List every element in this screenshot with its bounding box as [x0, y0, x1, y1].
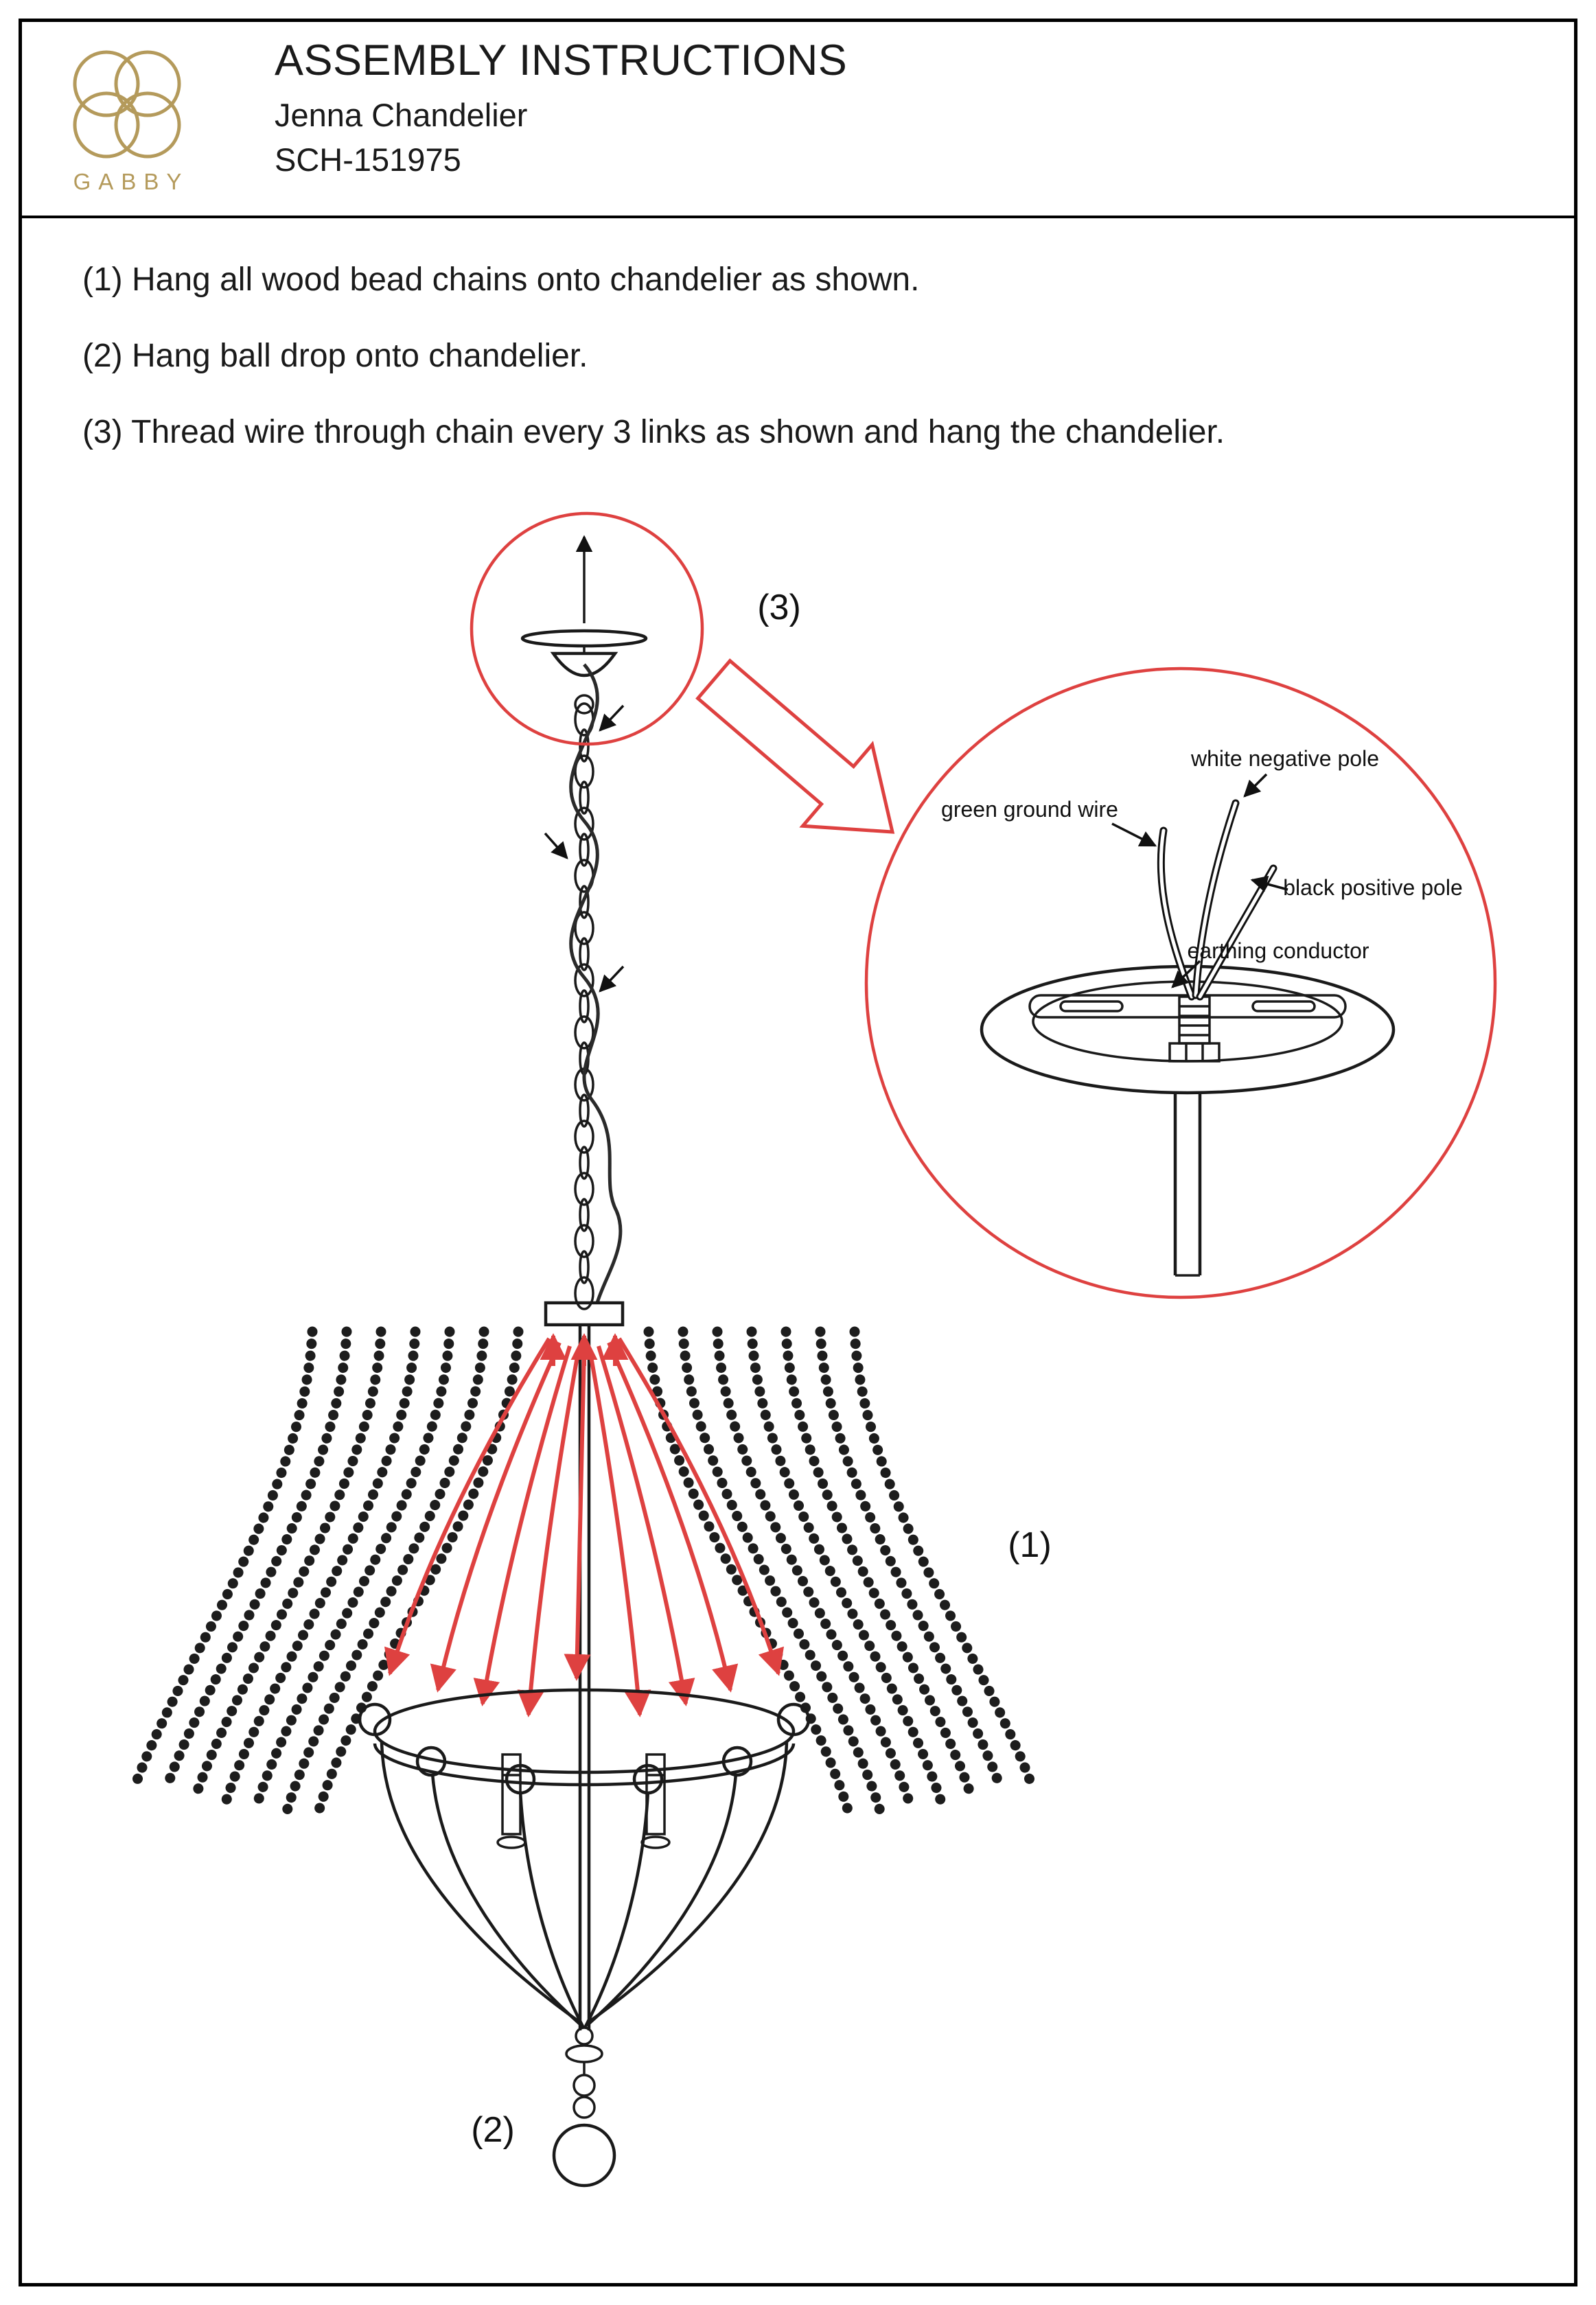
threaded-nipple [1168, 995, 1221, 1063]
wiring-label-earthing: earthing conductor [1187, 938, 1369, 963]
brand-logo: GABBY [73, 50, 189, 194]
wiring-labels: white negative pole green ground wire bl… [941, 746, 1463, 988]
bottom-ring [358, 1688, 811, 1795]
page-border [19, 19, 1577, 2286]
detail-pointer-arrow [695, 658, 895, 834]
down-pipe [1173, 1091, 1202, 1277]
wood-bead-chains [130, 1326, 1037, 1822]
mounting-plate [544, 1301, 625, 1327]
canopy-bowl [980, 964, 1396, 1095]
step2-label: (2) [471, 2110, 515, 2150]
brand-flower-icon [73, 50, 181, 159]
instruction-step-3: (3) Thread wire through chain every 3 li… [82, 414, 1225, 450]
instruction-list: (1) Hang all wood bead chains onto chand… [82, 261, 1517, 489]
brand-name: GABBY [73, 169, 189, 194]
step1-label: (1) [1008, 1525, 1052, 1565]
ball-drop [552, 2026, 616, 2188]
page-title: ASSEMBLY INSTRUCTIONS [275, 36, 848, 84]
step3-label: (3) [757, 588, 801, 627]
wire-thread-arrows [544, 704, 625, 993]
ceiling-mount [520, 535, 648, 715]
basket-arms [380, 1741, 789, 2029]
wiring-label-green: green ground wire [941, 797, 1118, 822]
attachment-arrows [384, 1333, 785, 1717]
hanging-chain [574, 702, 594, 1310]
chandelier: (1) (2) [130, 1301, 1052, 2188]
product-sku: SCH-151975 [275, 141, 461, 178]
wiring-detail: white negative pole green ground wire bl… [864, 667, 1497, 1299]
supply-wires [1157, 799, 1277, 1001]
candle [496, 1753, 527, 1849]
instruction-step-2: (2) Hang ball drop onto chandelier. [82, 338, 588, 374]
step3-callout: (3) [470, 511, 895, 834]
wiring-label-black: black positive pole [1283, 875, 1462, 900]
wiring-label-white: white negative pole [1190, 746, 1379, 771]
candle [640, 1753, 671, 1849]
product-name: Jenna Chandelier [275, 97, 528, 133]
instruction-step-1: (1) Hang all wood bead chains onto chand… [82, 262, 920, 298]
document-header: GABBY ASSEMBLY INSTRUCTIONS Jenna Chande… [22, 22, 1574, 218]
power-wire [569, 663, 623, 1304]
